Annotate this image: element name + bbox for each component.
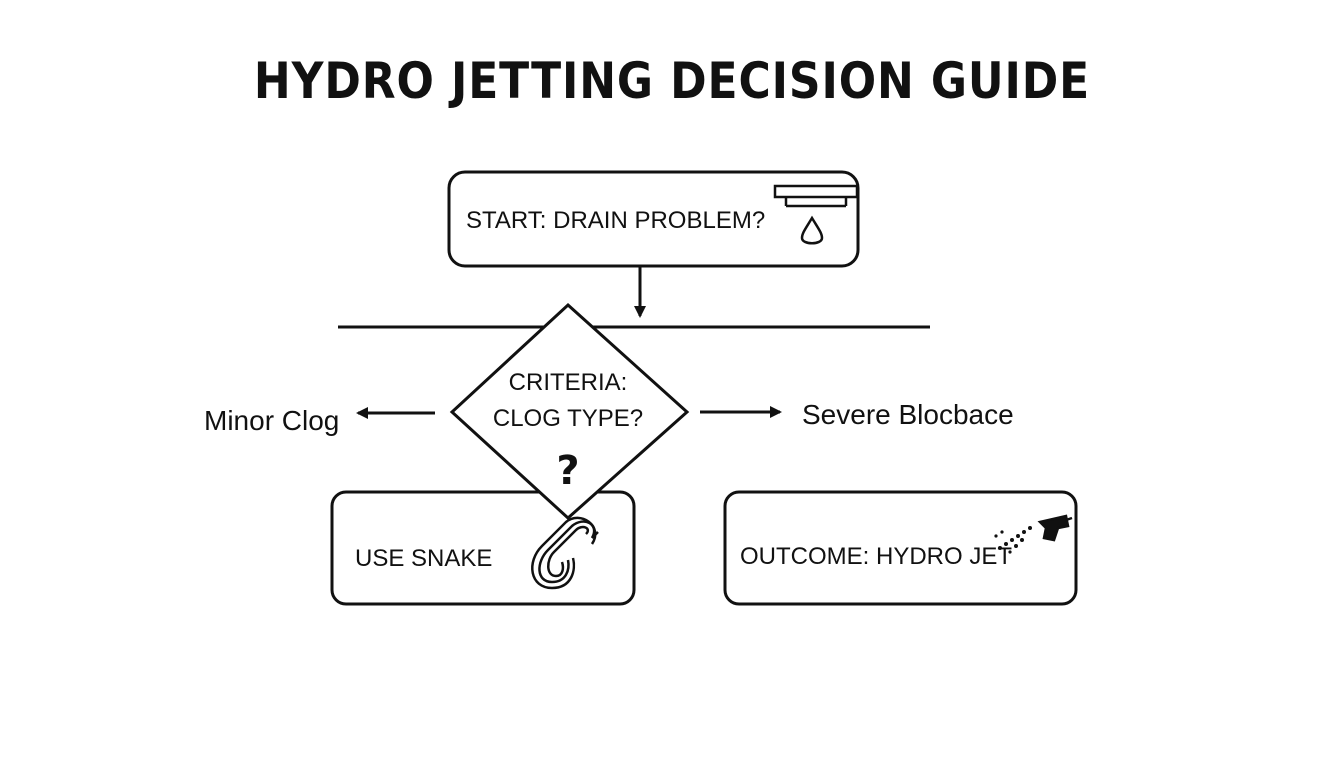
question-mark-icon: ? [556,448,579,494]
hydro-jet-node: OUTCOME: HYDRO JET [723,490,1078,606]
drain-drip-icon [773,184,859,245]
decision-node: CRITERIA: CLOG TYPE? ? [449,302,690,521]
spray-nozzle-icon [994,514,1073,554]
start-node: START: DRAIN PROBLEM? [447,170,860,268]
decision-line-2: CLOG TYPE? [493,405,643,432]
severe-blockage-label: Severe Blocbace [802,399,1014,430]
minor-clog-label: Minor Clog [204,405,339,436]
snake-cable-icon [531,516,599,590]
snake-node: USE SNAKE [330,490,636,606]
hydro-jet-node-label: OUTCOME: HYDRO JET [740,543,1012,570]
decision-line-1: CRITERIA: [509,369,628,396]
snake-node-label: USE SNAKE [355,545,492,572]
page-title: HYDRO JETTING DECISION GUIDE [253,52,1091,110]
start-node-label: START: DRAIN PROBLEM? [466,207,765,234]
